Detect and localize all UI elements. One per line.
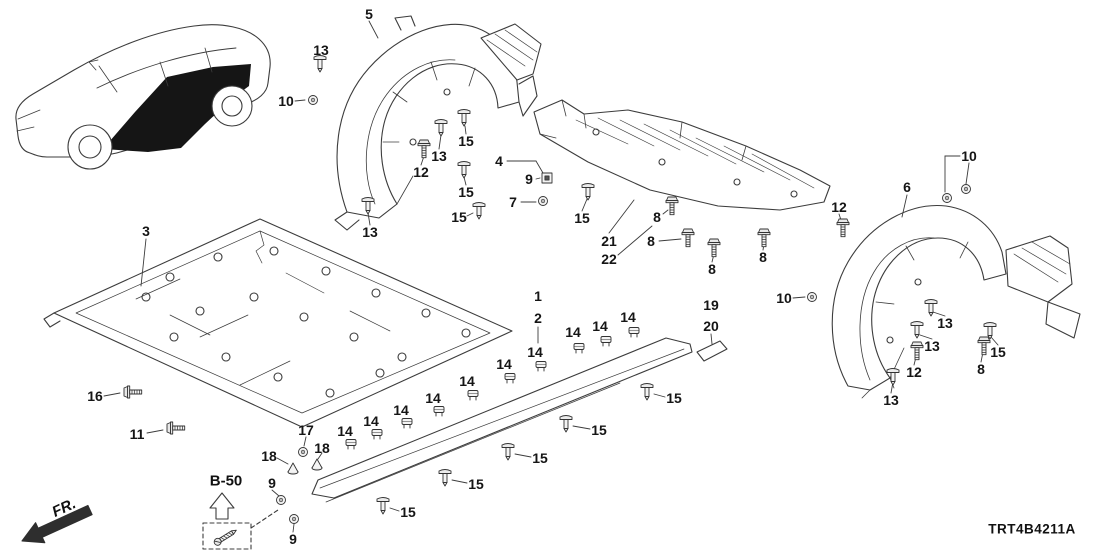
leader-line: [438, 134, 442, 150]
clip-icon: [376, 496, 390, 515]
leader-line: [140, 238, 147, 287]
leader-line: [514, 453, 532, 458]
leader-line: [581, 198, 588, 212]
leader-line: [389, 507, 400, 512]
side-sill-garnish: [311, 337, 728, 503]
grommet-icon: [941, 192, 953, 204]
floor-fastener-holes: [141, 246, 471, 398]
leader-line: [451, 479, 468, 484]
b50-up-arrow-icon: [209, 492, 235, 520]
bolt-icon: [166, 421, 186, 435]
leader-line: [294, 99, 306, 102]
leader-line: [367, 212, 371, 226]
clip-icon: [313, 54, 327, 73]
clip-icon: [501, 442, 515, 461]
leader-line: [990, 336, 999, 346]
clip-icon: [983, 321, 997, 340]
bolt-icon: [757, 228, 771, 248]
leader-line: [653, 393, 666, 398]
floor-undercover: [43, 218, 513, 428]
leader-line: [572, 425, 591, 430]
leader-line: [932, 311, 946, 317]
grommet-icon: [288, 513, 300, 525]
leader-line: [965, 162, 970, 185]
front-fender-liner: [334, 15, 542, 231]
leader-line: [710, 333, 713, 345]
leader-line: [271, 489, 280, 497]
clip14-icon: [433, 405, 445, 417]
b50-dashed-box: [202, 522, 252, 550]
leader-line: [617, 225, 653, 256]
bolt-icon: [665, 196, 679, 216]
leader-line: [463, 176, 467, 186]
leader-line: [466, 212, 474, 217]
leader-lines: [103, 20, 999, 533]
clip-icon: [559, 414, 573, 433]
clip14-icon: [600, 335, 612, 347]
leader-line: [658, 238, 682, 242]
grommet-icon: [307, 94, 319, 106]
grommet-icon: [275, 494, 287, 506]
clip-icon: [457, 108, 471, 127]
leader-line: [535, 160, 544, 174]
leader-line: [919, 334, 933, 340]
leader-line: [608, 199, 635, 234]
leader-line: [535, 177, 541, 180]
car-front-wheel: [67, 124, 113, 170]
clip14-icon: [371, 428, 383, 440]
car-illustration: [15, 24, 271, 170]
clip14-icon: [628, 326, 640, 338]
leader-line: [292, 523, 295, 533]
bolt-icon: [123, 385, 143, 399]
clip14-icon: [573, 342, 585, 354]
car-rear-wheel: [211, 85, 253, 127]
leader-line: [368, 20, 379, 39]
bolt-icon: [681, 228, 695, 248]
rear-fender-liner: [831, 204, 1081, 399]
clip-icon: [434, 118, 448, 137]
cone-icon: [311, 458, 323, 471]
square-icon: [541, 172, 553, 184]
leader-line: [662, 209, 669, 215]
bolt-icon: [417, 139, 431, 159]
clip14-icon: [345, 438, 357, 450]
clip-icon: [581, 182, 595, 201]
bolt-icon: [977, 336, 991, 356]
clip-icon: [457, 160, 471, 179]
bolt-icon: [836, 218, 850, 238]
leader-line: [464, 125, 467, 135]
leader-line: [146, 429, 164, 434]
leader-line: [103, 392, 121, 397]
leader-line: [303, 436, 307, 447]
leader-line: [317, 452, 323, 460]
b50-reference: [202, 492, 279, 550]
ref-label-b50: B-50: [209, 472, 243, 490]
screw-icon: [212, 526, 239, 548]
bolt-icon: [707, 238, 721, 258]
cone-icon: [287, 462, 299, 475]
clip14-icon: [467, 389, 479, 401]
grommet-icon: [806, 291, 818, 303]
clip-icon: [640, 382, 654, 401]
clip14-icon: [401, 417, 413, 429]
grommet-icon: [537, 195, 549, 207]
rear-undercover: [533, 99, 831, 211]
fr-arrow-icon: [21, 504, 93, 544]
bolt-icon: [910, 341, 924, 361]
grommet-icon: [960, 183, 972, 195]
diagram-code: TRT4B4211A: [988, 521, 1076, 537]
car-underbody-shading: [103, 64, 251, 152]
clip-icon: [438, 468, 452, 487]
leader-line: [792, 296, 806, 299]
clip14-icon: [535, 360, 547, 372]
grommet-icon: [297, 446, 309, 458]
leader-line: [276, 457, 289, 465]
sill-end-piece: [696, 340, 728, 362]
clip-icon: [472, 201, 486, 220]
leader-line: [901, 194, 908, 218]
clip-icon: [924, 298, 938, 317]
clip14-icon: [504, 372, 516, 384]
